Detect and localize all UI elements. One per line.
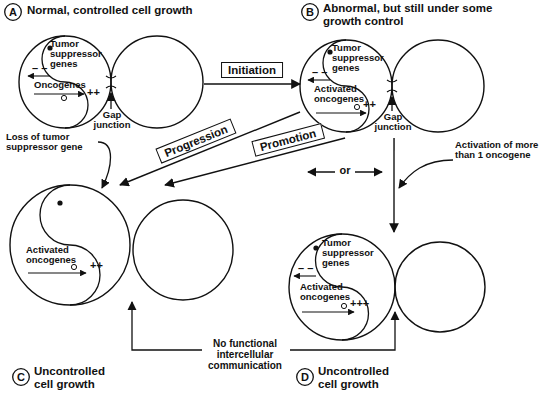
panel-badge: ANormal, controlled cell growth: [4, 3, 22, 21]
gene-label: Activated oncogenes: [314, 84, 370, 104]
panel-letter: A: [4, 3, 22, 21]
leader-arrow: [110, 93, 111, 109]
gene-arrow: [294, 275, 316, 276]
panel-heading: Uncontrolled cell growth: [34, 365, 116, 391]
panel-badge: CUncontrolled cell growth: [12, 368, 30, 386]
callout-text: Gap junction: [372, 112, 414, 133]
gene-circle: [61, 95, 66, 100]
cell-circle: [395, 242, 485, 332]
gene-label: Tumor suppressor genes: [332, 43, 386, 73]
callout-text: No functional intercellular communicatio…: [200, 338, 290, 371]
badge-outline: [297, 369, 314, 386]
callout-text: Gap junction: [91, 110, 133, 131]
sign-label: – –: [312, 67, 327, 79]
panel-badge: BAbnormal, but still under some growth c…: [301, 3, 319, 21]
gene-label: Oncogenes: [34, 80, 86, 90]
step-label: Initiation: [221, 62, 283, 78]
cell-circle: [111, 36, 203, 128]
panel-heading: Normal, controlled cell growth: [27, 4, 217, 17]
leader-arrow: [290, 312, 395, 350]
leader-arrow: [399, 160, 453, 188]
panel-heading: Uncontrolled cell growth: [318, 365, 400, 391]
gap-junction: [387, 80, 397, 92]
sign-label: ++: [90, 260, 103, 272]
sign-label: – –: [298, 263, 313, 275]
panel-badge: DUncontrolled cell growth: [296, 368, 314, 386]
gene-circle: [354, 104, 359, 109]
cell-circle: [289, 234, 395, 340]
leader-arrow: [132, 302, 202, 350]
badge-outline: [302, 4, 319, 21]
sign-label: +++: [350, 298, 369, 310]
panel-letter: B: [301, 3, 319, 21]
cell-pair: Activated oncogenes++: [10, 185, 246, 307]
cell-circle: [133, 200, 233, 300]
gene-arrow: [28, 75, 50, 76]
gene-arrow: [302, 311, 354, 312]
panel-letter: C: [12, 368, 30, 386]
leader-arrow: [98, 142, 111, 188]
leader-group: [98, 93, 453, 350]
sign-label: ++: [363, 99, 376, 111]
gene-label: Activated oncogenes: [26, 245, 88, 265]
gene-dot: [313, 245, 318, 250]
badge-outline: [5, 4, 22, 21]
process-arrow: [393, 138, 394, 232]
cell-pair: Tumor suppressor genes – – Activated oncog…: [288, 232, 488, 342]
gene-circle: [71, 264, 76, 269]
gene-circle: [341, 303, 346, 308]
step-label: Progression: [156, 118, 237, 163]
gene-dot: [57, 200, 62, 205]
callout-text: Activation of more than 1 oncogene: [455, 140, 547, 161]
process-arrow: [204, 83, 300, 84]
gene-label: Tumor suppressor genes: [322, 238, 376, 268]
cell-circle: [300, 40, 392, 132]
gene-dot: [327, 49, 332, 54]
gap-junction: [106, 76, 116, 88]
gene-arrow: [34, 93, 84, 94]
callout-text: or: [335, 164, 355, 176]
gene-label: Activated oncogenes: [300, 282, 358, 302]
sign-label: – –: [32, 63, 47, 75]
badge-outline: [13, 369, 30, 386]
cell-circle: [392, 40, 484, 132]
gene-arrow: [308, 79, 330, 80]
gene-arrow: [316, 112, 366, 113]
cell-circle: [10, 185, 130, 305]
leader-arrow: [391, 97, 392, 111]
panel-heading: Abnormal, but still under some growth co…: [323, 2, 498, 28]
cell-circle: [19, 36, 111, 128]
sign-label: ++: [87, 87, 100, 99]
panel-letter: D: [296, 368, 314, 386]
gene-arrow: [28, 272, 86, 273]
callout-text: Loss of tumor suppressor gene: [6, 132, 101, 153]
gene-label: Tumor suppressor genes: [50, 39, 104, 69]
